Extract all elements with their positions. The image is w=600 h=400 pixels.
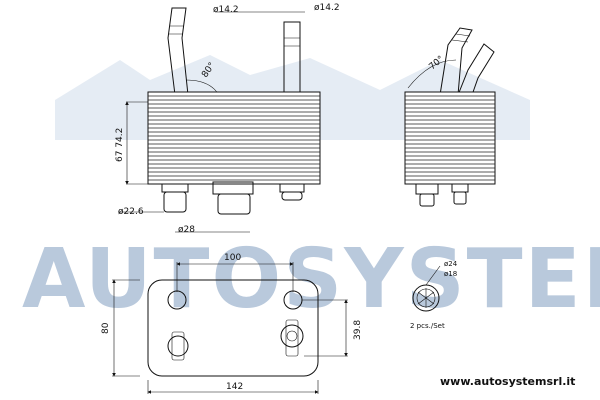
front-height-dims: 67 74.2	[115, 128, 125, 162]
seal-inner-diameter: ø18	[444, 270, 457, 278]
bottom-view: 100 142 80 39.8	[101, 253, 363, 394]
website-url: www.autosystemsrl.it	[440, 375, 575, 388]
seal-detail: ø24 ø18 2 pcs./Set	[410, 260, 458, 330]
watermark-text: AUTOSYSTEM	[22, 232, 600, 327]
pipe-left-diameter: ø14.2	[213, 5, 239, 15]
height-dim: 80	[101, 322, 111, 334]
width-dim: 142	[226, 382, 243, 392]
seal-outer-diameter: ø24	[444, 260, 458, 268]
pipe-right-diameter: ø14.2	[314, 3, 340, 13]
seal-quantity-note: 2 pcs./Set	[410, 322, 445, 330]
hole-offset-dim: 39.8	[353, 320, 363, 340]
port-center-diameter: ø28	[178, 225, 195, 235]
hole-spacing-dim: 100	[224, 253, 241, 263]
port-left-diameter: ø22.6	[118, 207, 144, 217]
front-view: ø14.2 ø14.2 80° 67 74.2 ø22.6 ø28	[115, 3, 340, 235]
side-view: 70°	[404, 27, 496, 207]
